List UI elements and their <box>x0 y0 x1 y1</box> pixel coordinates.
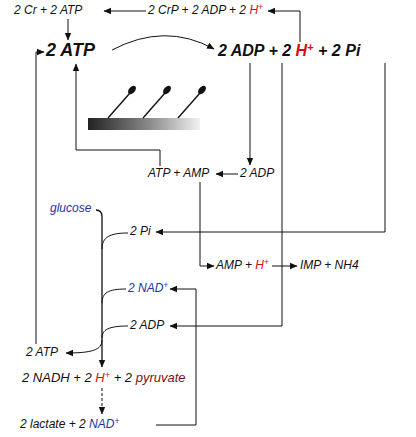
metabolite-label: 2 lactate + 2 NAD+ <box>20 418 119 432</box>
myokinase-atp-arrow <box>76 64 160 166</box>
metabolite-label: IMP + NH4 <box>300 259 359 273</box>
metabolite-label: 2 Cr + 2 ATP <box>14 4 82 18</box>
creatine-arrow <box>104 11 146 12</box>
metabolite-label: 2 CrP + 2 ADP + 2 H+ <box>148 4 263 18</box>
atp-supply-arrow <box>68 19 69 40</box>
metabolite-label: 2 ADP + 2 H+ + 2 Pi <box>218 42 360 60</box>
metabolite-label: glucose <box>50 202 91 216</box>
lactate-arrow <box>102 388 103 414</box>
deamination-arrow <box>272 266 297 267</box>
myokinase-arrow <box>216 174 238 175</box>
nad-join <box>102 289 126 303</box>
adp-glycolysis-arrow <box>170 63 282 326</box>
myosin-head <box>196 84 207 96</box>
myosin-neck <box>143 93 165 118</box>
metabolite-label: 2 ATP <box>46 40 95 61</box>
amp-arrow <box>200 182 214 266</box>
atp-out-arrow <box>66 340 102 353</box>
metabolite-label: 2 ADP <box>130 319 164 333</box>
phosphate-arrow <box>156 63 385 232</box>
nad-regeneration-arrow <box>156 289 196 425</box>
proton-arrow <box>268 11 300 42</box>
myosin-head <box>126 84 137 96</box>
myosin-neck <box>178 93 200 118</box>
phosphate-join <box>102 233 128 249</box>
adp-join <box>102 326 128 338</box>
myosin-heads <box>108 93 200 118</box>
adp-arrow <box>250 63 251 165</box>
metabolite-label: 2 ATP <box>26 346 58 360</box>
glycolytic-atp-arrow <box>36 52 44 344</box>
hydrolysis-arrow <box>112 36 214 50</box>
myosin-head <box>161 84 172 96</box>
metabolite-label: 2 NADH + 2 H+ + 2 pyruvate <box>22 371 186 386</box>
metabolite-label: AMP + H+ <box>216 259 269 273</box>
actin-filament <box>88 118 200 130</box>
metabolite-label: 2 ADP <box>240 167 274 181</box>
myosin-neck <box>108 93 130 118</box>
metabolite-label: ATP + AMP <box>148 167 209 181</box>
metabolite-label: 2 Pi <box>130 225 151 239</box>
myosin-head-group <box>126 84 207 96</box>
metabolite-label: 2 NAD+ <box>128 282 168 296</box>
